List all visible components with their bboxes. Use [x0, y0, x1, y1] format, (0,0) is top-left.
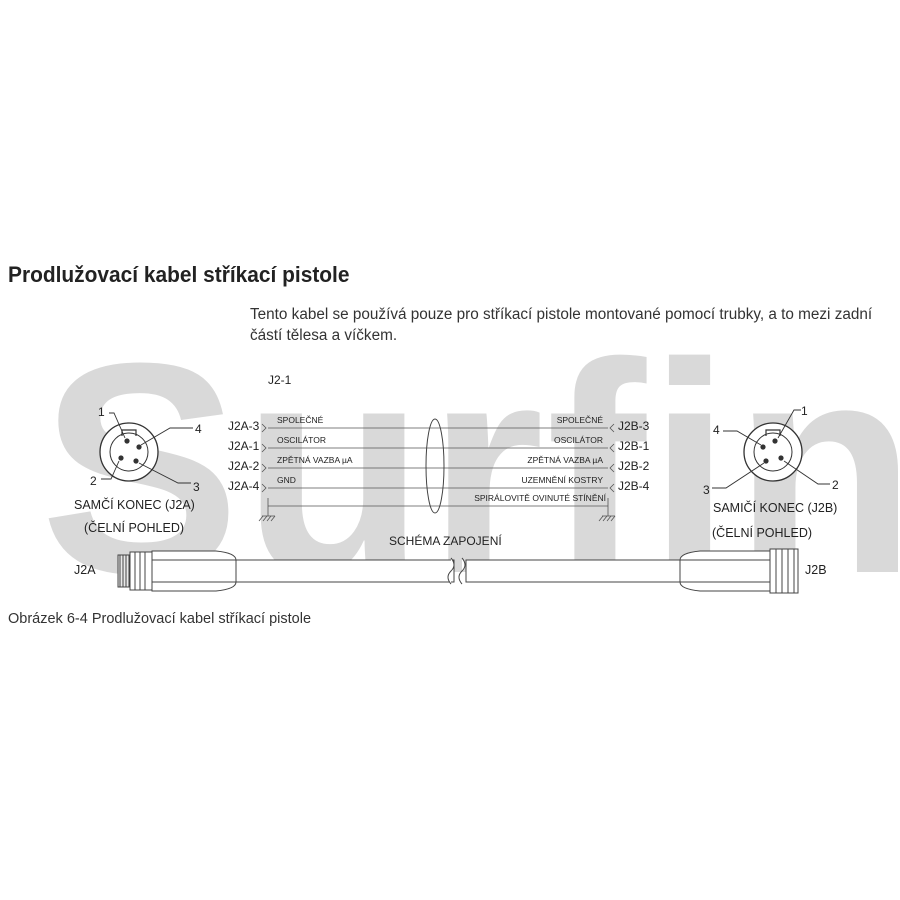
- right-pin-num-1: 1: [801, 404, 808, 418]
- intro-text: Tento kabel se používá pouze pro stříkac…: [250, 306, 873, 344]
- right-pin-num-2: 2: [832, 478, 839, 492]
- left-end-view: (ČELNÍ POHLED): [84, 520, 184, 535]
- right-end-label: SAMIČÍ KONEC (J2B): [713, 500, 837, 515]
- schema-label: SCHÉMA ZAPOJENÍ: [389, 533, 502, 548]
- wires: [258, 418, 616, 522]
- wire-label-left-4: GND: [277, 475, 296, 485]
- cable-left-label: J2A: [74, 563, 96, 577]
- right-pin-num-4: 4: [713, 423, 720, 437]
- left-pin-3: J2A-3: [228, 419, 260, 433]
- right-end-view: (ČELNÍ POHLED): [712, 525, 812, 540]
- wire-label-right-3: ZPĚTNÁ VAZBA µA: [527, 455, 603, 465]
- right-pin-4: J2B-4: [618, 479, 650, 493]
- page-title: Prodlužovací kabel stříkací pistole: [8, 262, 350, 287]
- cable-right-label: J2B: [805, 563, 827, 577]
- left-connector-face: [99, 412, 193, 484]
- right-pin-num-3: 3: [703, 483, 710, 497]
- right-pin-3: J2B-3: [618, 419, 650, 433]
- left-pin-num-1: 1: [98, 405, 105, 419]
- left-pin-num-4: 4: [195, 422, 202, 436]
- wire-label-right-4: UZEMNĚNÍ KOSTRY: [521, 475, 603, 485]
- wire-label-left-1: SPOLEČNÉ: [277, 415, 324, 425]
- right-connector-face: [712, 409, 830, 489]
- wire-label-left-2: OSCILÁTOR: [277, 435, 326, 445]
- left-pin-2: J2A-2: [228, 459, 260, 473]
- cable-id-label: J2-1: [268, 373, 292, 387]
- left-end-label: SAMČÍ KONEC (J2A): [74, 497, 195, 512]
- left-pin-4: J2A-4: [228, 479, 260, 493]
- figure-caption: Obrázek 6-4 Prodlužovací kabel stříkací …: [8, 611, 312, 627]
- right-pin-1: J2B-1: [618, 439, 650, 453]
- wire-label-right-1: SPOLEČNÉ: [557, 415, 604, 425]
- wire-label-right-2: OSCILÁTOR: [554, 435, 603, 445]
- left-pin-num-2: 2: [90, 474, 97, 488]
- shield-label: SPIRÁLOVITĚ OVINUTÉ STÍNĚNÍ: [474, 493, 606, 503]
- cable-assembly: [117, 548, 799, 594]
- right-pin-2: J2B-2: [618, 459, 650, 473]
- wire-label-left-3: ZPĚTNÁ VAZBA µA: [277, 455, 353, 465]
- left-pin-num-3: 3: [193, 480, 200, 494]
- left-pin-1: J2A-1: [228, 439, 260, 453]
